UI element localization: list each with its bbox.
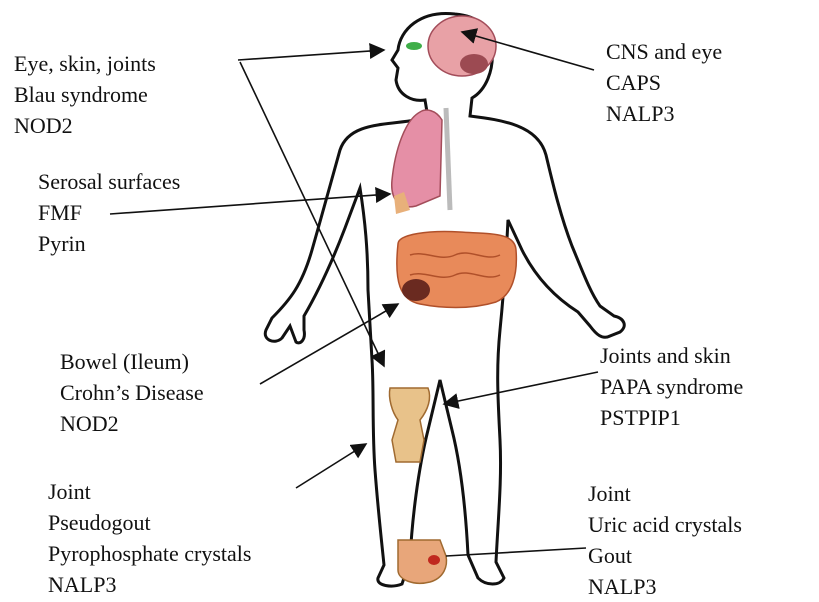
label-line: Eye, skin, joints xyxy=(14,48,156,79)
lung-organ xyxy=(392,110,442,207)
label-line: Serosal surfaces xyxy=(38,166,180,197)
label-line: CAPS xyxy=(606,67,722,98)
label-line: PSTPIP1 xyxy=(600,402,743,433)
label-line: Pyrin xyxy=(38,228,180,259)
label-line: Uric acid crystals xyxy=(588,509,742,540)
label-eye-skin-joints: Eye, skin, joints Blau syndrome NOD2 xyxy=(14,48,156,141)
label-line: NALP3 xyxy=(606,98,722,129)
cerebellum-organ xyxy=(460,54,488,74)
label-joints-skin: Joints and skin PAPA syndrome PSTPIP1 xyxy=(600,340,743,433)
label-line: NOD2 xyxy=(14,110,156,141)
label-line: PAPA syndrome xyxy=(600,371,743,402)
label-line: Pyrophosphate crystals xyxy=(48,538,251,569)
label-line: Bowel (Ileum) xyxy=(60,346,204,377)
label-line: Blau syndrome xyxy=(14,79,156,110)
label-joint-pseudogout: Joint Pseudogout Pyrophosphate crystals … xyxy=(48,476,251,600)
eye-organ xyxy=(406,42,422,50)
label-line: Joint xyxy=(48,476,251,507)
label-line: Pseudogout xyxy=(48,507,251,538)
spine xyxy=(446,108,450,210)
arrow-bowel xyxy=(260,304,398,384)
ileum-lesion xyxy=(402,279,430,301)
label-line: Joint xyxy=(588,478,742,509)
label-line: Joints and skin xyxy=(600,340,743,371)
arrow-papa xyxy=(444,372,598,404)
label-joint-gout: Joint Uric acid crystals Gout NALP3 xyxy=(588,478,742,602)
label-cns-eye: CNS and eye CAPS NALP3 xyxy=(606,36,722,129)
label-line: NOD2 xyxy=(60,408,204,439)
label-line: FMF xyxy=(38,197,180,228)
label-line: CNS and eye xyxy=(606,36,722,67)
label-serosal: Serosal surfaces FMF Pyrin xyxy=(38,166,180,259)
arrow-pseudogout xyxy=(296,444,366,488)
label-line: Crohn’s Disease xyxy=(60,377,204,408)
toe-inflammation xyxy=(428,555,440,565)
label-line: NALP3 xyxy=(588,571,742,602)
label-bowel: Bowel (Ileum) Crohn’s Disease NOD2 xyxy=(60,346,204,439)
label-line: Gout xyxy=(588,540,742,571)
label-line: NALP3 xyxy=(48,569,251,600)
arrow-eye xyxy=(238,50,384,60)
